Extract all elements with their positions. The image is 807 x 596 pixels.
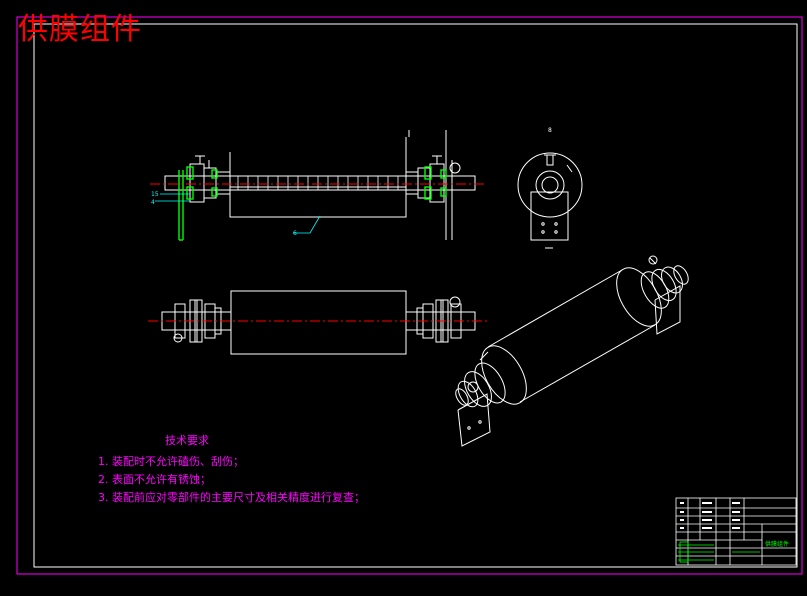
- inner-frame: [33, 23, 798, 568]
- callout-4: 4: [151, 199, 155, 206]
- tech-requirement-2: 2. 表面不允许有锈蚀；: [98, 472, 211, 486]
- front-section-view: [164, 130, 476, 240]
- tech-requirement-1: 1. 装配时不允许磕伤、刮伤；: [98, 454, 244, 468]
- title-block-name: 供膜组件: [765, 540, 789, 548]
- title-block: [675, 497, 797, 566]
- top-view: [161, 290, 476, 355]
- title-block-green: [678, 541, 760, 563]
- callout-15: 15: [151, 191, 159, 198]
- side-view: [517, 152, 583, 249]
- front-green-parts: [178, 166, 447, 241]
- callout-8: 8: [548, 127, 552, 134]
- shaft-knurl: [237, 176, 399, 190]
- title-block-marks: [680, 502, 740, 529]
- tech-requirements-heading: 技术要求: [165, 434, 209, 447]
- callout-leaders: [155, 193, 321, 234]
- callout-6: 6: [293, 230, 297, 237]
- tech-requirement-3: 3. 装配前应对零部件的主要尺寸及相关精度进行复查；: [98, 490, 365, 504]
- drawing-title: 供膜组件: [18, 12, 142, 47]
- isometric-view: [455, 255, 689, 447]
- outer-frame: [16, 16, 803, 575]
